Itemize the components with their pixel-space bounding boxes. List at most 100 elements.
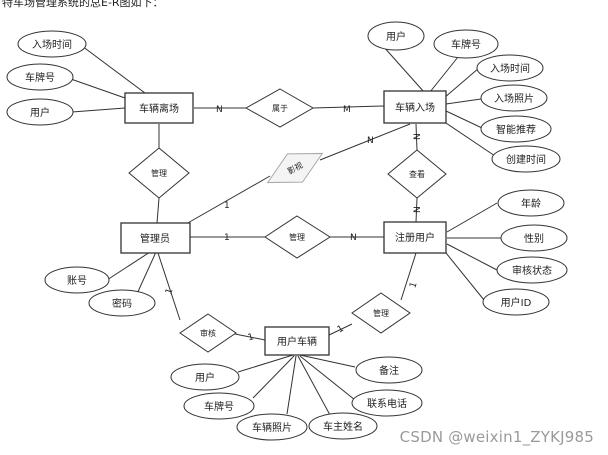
card-out-belongs: N	[216, 105, 223, 115]
line-admin-handle	[185, 175, 271, 225]
svg-text:管理员: 管理员	[140, 232, 170, 245]
attr-out-user: 用户	[6, 98, 74, 126]
attr-veh-plate: 车牌号	[183, 392, 255, 420]
entity-user-vehicle: 用户车辆	[264, 326, 330, 356]
attr-user-gender: 性别	[500, 224, 568, 252]
attr-admin-account: 账号	[44, 266, 110, 294]
svg-text:智能推荐: 智能推荐	[496, 123, 536, 136]
top-caption: 特车场管理系统的总E-R图如下：	[2, 0, 164, 9]
line-out-user	[71, 107, 126, 113]
svg-text:管理: 管理	[151, 168, 167, 178]
svg-text:联系电话: 联系电话	[367, 397, 407, 410]
svg-text:审核: 审核	[200, 328, 216, 338]
attr-veh-user: 用户	[170, 363, 240, 391]
card-admin-audit: 1	[164, 287, 175, 296]
line-in-recommend	[445, 110, 483, 129]
rel-manage-user: 管理	[264, 215, 331, 259]
svg-text:入场时间: 入场时间	[32, 38, 72, 51]
card-audit-vehicle: 1	[247, 332, 255, 343]
svg-text:车牌号: 车牌号	[451, 38, 481, 51]
attr-user-status: 审核状态	[496, 256, 568, 284]
rel-view: 查看	[387, 149, 447, 199]
line-in-created	[439, 118, 499, 159]
line-belongs-in	[312, 105, 385, 109]
rel-audit: 审核	[179, 313, 237, 353]
line-out-plate	[67, 77, 126, 99]
line-vehicle-manage	[326, 323, 353, 337]
line-handle-in	[319, 123, 411, 161]
svg-text:账号: 账号	[67, 275, 87, 287]
svg-text:年龄: 年龄	[521, 197, 541, 210]
line-user-id	[441, 247, 485, 301]
entity-parking-out: 车辆离场	[124, 92, 194, 124]
line-in-user	[382, 45, 425, 93]
attr-in-photo: 入场照片	[480, 84, 548, 112]
line-view-user	[415, 197, 418, 223]
card-manage-user-side: 1	[408, 281, 419, 290]
line-manage-user-side	[400, 252, 417, 301]
svg-text:注册用户: 注册用户	[395, 231, 435, 244]
line-veh-phone	[299, 355, 356, 401]
rel-manage-out: 管理	[128, 147, 190, 199]
line-in-view	[415, 123, 418, 151]
rel-belongs: 属于	[244, 88, 315, 128]
attr-in-created: 创建时间	[491, 145, 561, 173]
svg-text:车牌号: 车牌号	[25, 71, 55, 84]
svg-text:用户ID: 用户ID	[501, 296, 532, 309]
attr-out-plate: 车牌号	[6, 63, 74, 91]
line-veh-owner	[297, 355, 331, 416]
svg-text:车牌号: 车牌号	[204, 400, 234, 413]
attr-veh-owner: 车主姓名	[308, 412, 378, 440]
card-manage-user-user: N	[350, 233, 357, 243]
line-user-age	[446, 202, 498, 233]
svg-text:密码: 密码	[112, 297, 132, 310]
svg-text:用户: 用户	[195, 371, 215, 384]
svg-text:入场时间: 入场时间	[490, 62, 530, 75]
line-in-entry-time	[443, 67, 480, 99]
line-veh-note	[299, 354, 356, 368]
csdn-watermark: CSDN @weixin1_ZYKJ985	[399, 428, 594, 446]
card-admin-manage-user: 1	[224, 233, 230, 243]
svg-text:用户车辆: 用户车辆	[277, 335, 317, 348]
entity-admin: 管理员	[120, 222, 191, 254]
attr-user-age: 年龄	[497, 189, 565, 217]
attr-veh-photo: 车辆照片	[236, 413, 308, 441]
line-veh-plate	[252, 355, 295, 399]
rel-manage-vehicle: 管理	[351, 292, 411, 334]
svg-text:管理: 管理	[289, 232, 305, 242]
svg-text:审核状态: 审核状态	[512, 264, 552, 277]
line-admin-password	[135, 251, 157, 297]
attr-in-entry-time: 入场时间	[476, 54, 544, 82]
line-user-status	[446, 243, 498, 271]
svg-text:车主姓名: 车主姓名	[323, 420, 363, 433]
svg-text:用户: 用户	[30, 106, 50, 119]
line-admin-audit	[157, 252, 181, 321]
line-veh-photo	[286, 355, 297, 415]
svg-text:备注: 备注	[379, 364, 399, 377]
card-admin-handle: 1	[224, 201, 230, 211]
attr-admin-password: 密码	[88, 289, 156, 317]
svg-text:管理: 管理	[373, 308, 389, 318]
card-vehicle-manage: 1	[336, 324, 346, 336]
rel-handle: 影视	[266, 152, 324, 184]
card-handle-in: N	[367, 136, 374, 146]
line-audit-vehicle	[234, 333, 266, 341]
line-admin-account	[106, 251, 151, 281]
entity-user: 注册用户	[383, 221, 447, 254]
attr-veh-note: 备注	[355, 356, 423, 384]
attr-in-user: 用户	[367, 21, 425, 51]
card-belongs-in: M	[343, 105, 351, 115]
attr-in-recommend: 智能推荐	[480, 115, 552, 143]
svg-text:性别: 性别	[524, 232, 544, 245]
svg-text:查看: 查看	[409, 169, 425, 179]
line-veh-user	[237, 354, 294, 373]
entity-parking-in: 车辆入场	[383, 90, 447, 124]
attr-out-entry-time: 入场时间	[17, 30, 87, 58]
line-manage-admin	[156, 197, 160, 224]
svg-text:车辆离场: 车辆离场	[139, 102, 179, 115]
svg-text:创建时间: 创建时间	[506, 153, 546, 166]
svg-text:车辆照片: 车辆照片	[252, 421, 292, 434]
line-in-photo	[445, 98, 482, 105]
card-view-user: N	[413, 206, 423, 213]
